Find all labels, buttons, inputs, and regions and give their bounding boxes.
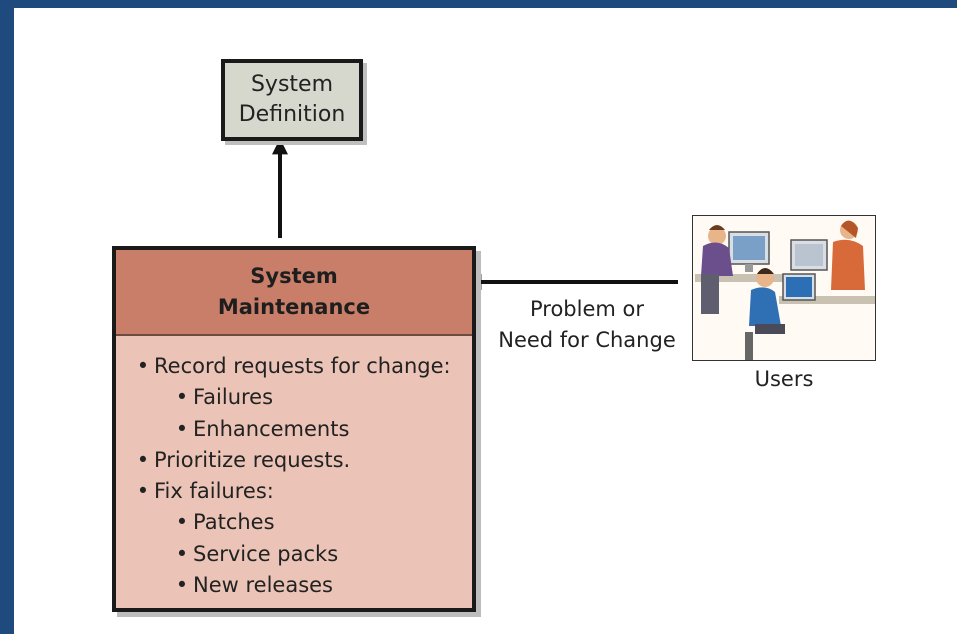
list-item: •Patches <box>116 507 472 538</box>
list-item: •New releases <box>116 570 472 601</box>
maintenance-title-line-1: System <box>250 264 338 288</box>
bullet-icon: • <box>136 447 150 472</box>
list-item: •Record requests for change: <box>116 351 472 382</box>
bullet-icon: • <box>175 573 189 598</box>
users-at-computers-icon <box>695 220 875 360</box>
connector-arrows <box>272 138 678 290</box>
list-item: •Prioritize requests. <box>116 445 472 476</box>
list-item: •Enhancements <box>116 414 472 445</box>
list-item-text: Service packs <box>193 541 339 566</box>
problem-label: Problem or Need for Change <box>492 294 682 356</box>
bullet-icon: • <box>136 479 150 504</box>
maintenance-header: System Maintenance <box>116 250 472 336</box>
system-maintenance-box: System Maintenance •Record requests for … <box>112 246 476 612</box>
list-item: •Fix failures: <box>116 476 472 507</box>
slide-canvas: System Definition System Maintenance •Re… <box>14 8 957 634</box>
definition-line-1: System <box>250 72 334 97</box>
list-item-text: Enhancements <box>193 416 350 441</box>
users-illustration <box>692 215 876 361</box>
list-item-text: Patches <box>193 510 275 535</box>
list-item-text: Failures <box>193 385 274 410</box>
bullet-icon: • <box>175 385 189 410</box>
problem-label-line-2: Need for Change <box>498 328 676 352</box>
maintenance-task-list: •Record requests for change: •Failures •… <box>116 336 472 601</box>
maintenance-title-line-2: Maintenance <box>217 295 371 319</box>
bullet-icon: • <box>175 541 189 566</box>
system-definition-box: System Definition <box>221 59 363 141</box>
users-label: Users <box>754 367 814 391</box>
list-item-text: Fix failures: <box>154 479 274 504</box>
definition-line-2: Definition <box>238 102 346 127</box>
list-item-text: Record requests for change: <box>154 354 451 378</box>
list-item: •Failures <box>116 382 472 413</box>
list-item-text: New releases <box>193 573 333 598</box>
list-item: •Service packs <box>116 539 472 570</box>
list-item-text: Prioritize requests. <box>154 447 351 472</box>
bullet-icon: • <box>175 510 189 535</box>
bullet-icon: • <box>136 354 150 378</box>
problem-label-line-1: Problem or <box>529 297 644 321</box>
bullet-icon: • <box>175 416 189 441</box>
